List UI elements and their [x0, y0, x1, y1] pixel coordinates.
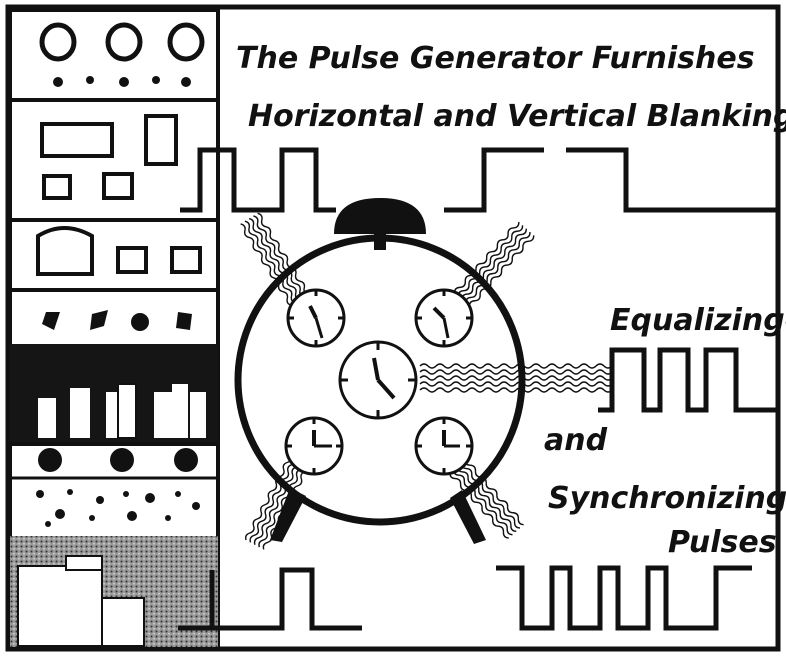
clock-face-icon: [338, 340, 418, 420]
clock-timer-icon: [234, 198, 526, 544]
caption-and: and: [544, 423, 608, 458]
synchronizing-waveform: [496, 565, 752, 631]
clock-face-icon: [414, 416, 474, 476]
caption-equalizing: Equalizing-: [610, 303, 786, 338]
caption-synchronizing: Synchronizing: [548, 481, 786, 516]
vertical-blanking-waveform: [444, 147, 776, 213]
clock-face-icon: [286, 288, 346, 348]
clock-face-icon: [414, 288, 474, 348]
horizontal-blanking-waveform: [180, 147, 336, 213]
clock-faces: [284, 288, 474, 476]
caption-line-2: Horizontal and Vertical Blanking-: [248, 99, 786, 134]
caption-pulses: Pulses: [668, 525, 777, 560]
equipment-rack-icon: [8, 8, 220, 649]
caption-line-1: The Pulse Generator Furnishes: [236, 41, 755, 76]
clock-face-icon: [284, 416, 344, 476]
equalizing-waveform: [598, 347, 776, 413]
output-waveform: [178, 567, 362, 631]
